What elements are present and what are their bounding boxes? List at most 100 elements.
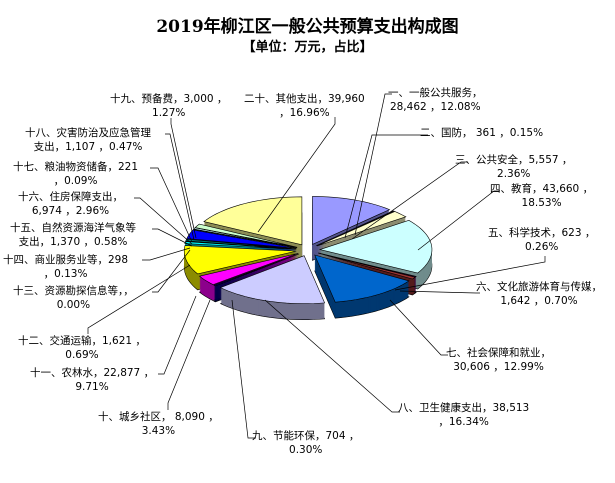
pie-slice <box>316 210 395 246</box>
data-label: 十四、商业服务业等，298 ，0.13% <box>3 253 128 281</box>
data-label-line2: 0.00% <box>56 299 91 311</box>
leader-line <box>394 256 546 291</box>
data-label-line2: ，16.96% <box>279 107 330 119</box>
data-label: 十九、预备费，3,000 ， 1.27% <box>110 92 227 120</box>
data-label-line2: 3.43% <box>141 425 176 437</box>
data-label-line1: 二十、其他支出，39,960 <box>244 93 365 105</box>
data-label: 十七、粮油物资储备，221 ，0.09% <box>13 160 138 188</box>
leader-line <box>87 264 191 334</box>
data-label: 六、文化旅游体育与传媒，1,642 ，0.70% <box>476 280 602 308</box>
data-label: 五、科学技术，623 ， 0.26% <box>488 226 595 254</box>
data-label-line1: 六、文化旅游体育与传媒， <box>476 281 602 293</box>
data-label: 七、社会保障和就业， 30,606 ，12.99% <box>446 346 551 374</box>
data-label-line1: 十二、交通运输，1,621 ， <box>18 335 146 347</box>
data-label: 十六、住房保障支出， 6,974 ，2.96% <box>18 190 123 218</box>
data-label: 十八、灾害防治及应急管理支出，1,107 ，0.47% <box>25 126 151 154</box>
leader-line <box>257 117 336 233</box>
data-label: 十二、交通运输，1,621 ， 0.69% <box>18 334 146 362</box>
leader-line <box>165 133 195 241</box>
pie-slice <box>318 220 433 274</box>
data-label-line1: 十九、预备费，3,000 ， <box>110 93 228 105</box>
leader-line <box>167 299 211 410</box>
leader-line <box>158 295 197 375</box>
data-label: 一、一般公共服务， 28,462 ，12.08% <box>388 86 483 114</box>
data-label: 十、城乡社区， 8,090 ， 3.43% <box>98 410 219 438</box>
data-label: 二十、其他支出，39,960 ，16.96% <box>244 92 365 120</box>
pie-slice-side <box>213 255 299 288</box>
data-label: 十一、农林水，22,877 ， 9.71% <box>30 366 154 394</box>
data-label: 四、教育，43,660 ， 18.53% <box>490 182 593 210</box>
data-label-line1: 十、城乡社区， 8,090 ， <box>98 411 219 423</box>
data-label-line2: ，0.09% <box>53 175 98 187</box>
data-label-line1: 七、社会保障和就业， <box>446 347 551 359</box>
data-label: 二、国防， 361 ，0.15% <box>420 126 543 140</box>
chart-title: 2019年柳江区一般公共预算支出构成图 <box>156 17 459 37</box>
leader-line <box>152 228 193 247</box>
pie-slice <box>314 254 410 303</box>
pie-slice <box>183 245 297 275</box>
data-label: 十三、资源勘探信息等，， 0.00% <box>13 284 134 312</box>
leader-line <box>142 247 191 261</box>
data-label-line2: 6,974 ，2.96% <box>31 205 110 217</box>
leader-line <box>150 167 193 243</box>
leader-line <box>354 93 392 236</box>
pie-slice <box>312 196 391 245</box>
data-label: 十五、自然资源海洋气象等支出，1,370 ，0.58% <box>10 221 136 249</box>
data-label-line2: ，0.13% <box>43 268 88 280</box>
data-label-line2: 0.30% <box>289 444 323 456</box>
data-label-line2: 28,462 ，12.08% <box>389 101 481 113</box>
pie-slice <box>219 255 326 304</box>
leader-line <box>264 299 400 413</box>
data-label-line1: 四、教育，43,660 ， <box>490 183 594 195</box>
leader-line <box>231 299 256 439</box>
data-label-line2: 0.26% <box>525 241 559 253</box>
pie-slice <box>198 253 299 285</box>
pie-slice <box>213 253 300 287</box>
data-label-line2: 0.69% <box>65 349 99 361</box>
data-label-line1: 十八、灾害防治及应急管理 <box>25 127 151 139</box>
data-label-line1: 十五、自然资源海洋气象等 <box>10 222 136 234</box>
data-label-line2: 18.53% <box>521 197 562 209</box>
data-label-line2: ，16.34% <box>438 416 489 428</box>
pie-slice-side <box>318 254 416 281</box>
pie-slice <box>186 229 297 249</box>
data-label-line2: 1.27% <box>152 107 186 119</box>
data-label: 三、公共安全，5,557 ， 2.36% <box>455 153 572 181</box>
pie-slice <box>318 252 416 280</box>
data-label-line2: 支出，1,107 ，0.47% <box>33 141 143 153</box>
data-label-line2: 2.36% <box>497 168 531 180</box>
data-label-line1: 十七、粮油物资储备，221 <box>13 161 139 173</box>
data-label-line2: 9.71% <box>75 381 109 393</box>
leader-line <box>344 134 428 239</box>
data-label-line1: 十一、农林水，22,877 ， <box>30 367 155 379</box>
pie-slice-side <box>213 256 299 289</box>
data-label-line1: 二、国防， 361 ，0.15% <box>420 127 544 139</box>
pie-slice-side <box>213 254 299 287</box>
data-label: 九、节能环保，704 ， 0.30% <box>252 429 359 457</box>
pie-slice-side <box>318 255 416 282</box>
leader-line <box>170 118 197 239</box>
leader-line <box>134 197 193 245</box>
pie-slice <box>192 228 297 248</box>
data-label-line1: 八、卫生健康支出，38,513 <box>398 402 530 414</box>
leader-line <box>399 290 480 294</box>
leader-line <box>152 249 191 293</box>
data-label-line1: 十三、资源勘探信息等，， <box>13 285 134 297</box>
data-label-line1: 九、节能环保，704 ， <box>252 430 360 442</box>
data-label-line1: 三、公共安全，5,557 ， <box>455 154 573 166</box>
leader-line <box>351 161 468 240</box>
data-label-line2: 支出，1,370 ，0.58% <box>18 236 128 248</box>
pie-slice <box>203 196 303 246</box>
data-label-line1: 一、一般公共服务， <box>388 87 483 99</box>
data-label: 八、卫生健康支出，38,513 ，16.34% <box>398 401 529 429</box>
data-label-line1: 十六、住房保障支出， <box>18 191 123 203</box>
leader-line <box>389 299 448 356</box>
pie-slice <box>316 211 407 247</box>
data-label-line1: 十四、商业服务业等，298 <box>3 254 129 266</box>
chart-subtitle: 【单位：万元，占比】 <box>242 40 373 55</box>
leader-line <box>417 190 500 251</box>
data-label-line1: 五、科学技术，623 ， <box>488 227 596 239</box>
data-label-line2: 30,606 ，12.99% <box>453 361 544 373</box>
